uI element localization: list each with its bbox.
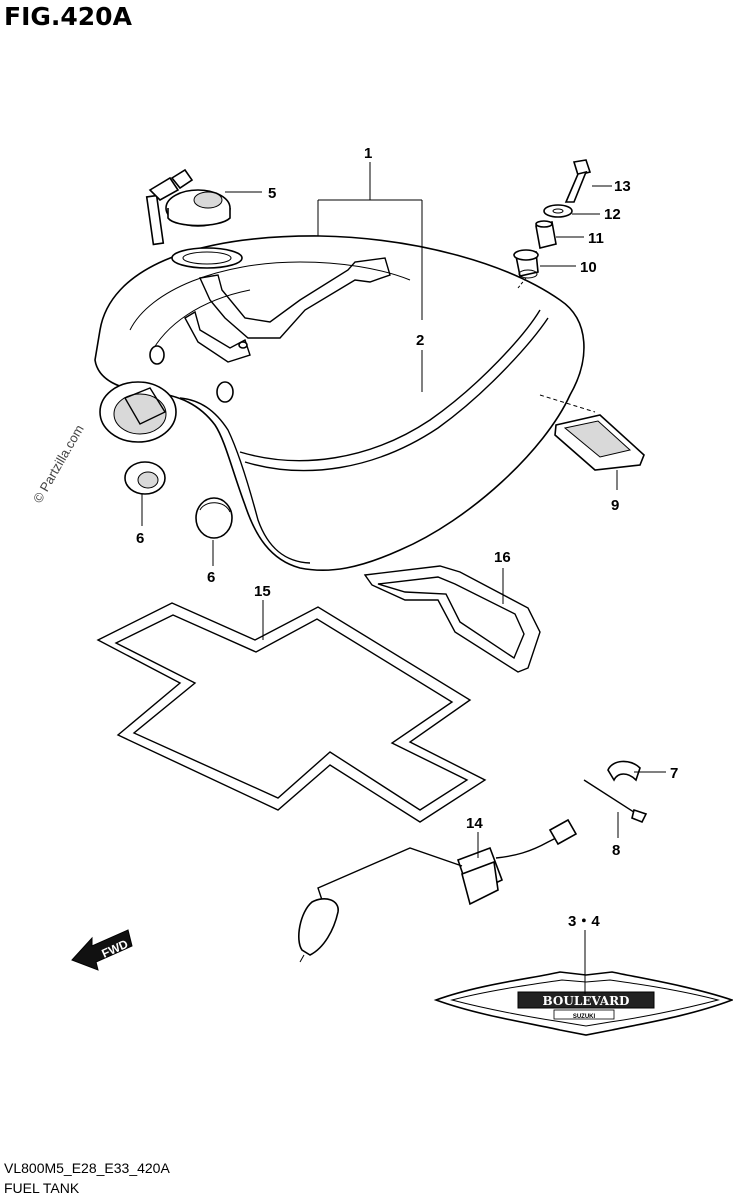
figure-title: FIG.420A xyxy=(4,2,132,31)
mount-bolt[interactable] xyxy=(564,159,592,203)
rear-cushion-pad[interactable] xyxy=(554,414,645,471)
callout-5: 5 xyxy=(268,185,276,202)
mount-collar[interactable] xyxy=(535,220,557,249)
leader-lines xyxy=(141,162,666,994)
callout-9: 9 xyxy=(611,497,619,514)
emblem-text: BOULEVARD xyxy=(543,994,630,1008)
callout-16: 16 xyxy=(494,549,511,566)
callout-1: 1 xyxy=(364,145,372,162)
callout-13: 13 xyxy=(614,178,631,195)
callout-7: 7 xyxy=(670,765,678,782)
callout-8: 8 xyxy=(612,842,620,859)
emblem-subtext: SUZUKI xyxy=(573,1014,596,1020)
grommet-lower[interactable] xyxy=(195,497,233,539)
callout-14: 14 xyxy=(466,815,483,832)
callout-11: 11 xyxy=(588,230,604,247)
mount-cushion[interactable] xyxy=(513,249,539,279)
grommet-left[interactable] xyxy=(124,461,166,495)
tank-sponge-15[interactable] xyxy=(96,602,487,823)
callout-10: 10 xyxy=(580,259,597,276)
fuel-pump-assembly[interactable] xyxy=(298,818,578,963)
fuel-level-sensor-rod[interactable] xyxy=(583,779,648,824)
fuel-level-clamp[interactable] xyxy=(607,760,641,782)
callout-15: 15 xyxy=(254,583,271,600)
callout-3-4: 3・4 xyxy=(568,913,600,930)
diagram-name: FUEL TANK xyxy=(4,1180,80,1196)
fuel-tank[interactable] xyxy=(94,235,585,572)
callout-6-lower: 6 xyxy=(207,569,215,586)
mount-washer[interactable] xyxy=(543,204,573,218)
callout-6-left: 6 xyxy=(136,530,144,547)
callout-2: 2 xyxy=(416,332,424,349)
boulevard-emblem[interactable] xyxy=(433,971,733,1036)
tank-sponge-16[interactable] xyxy=(363,565,541,673)
callout-12: 12 xyxy=(604,206,621,223)
diagram-code: VL800M5_E28_E33_420A xyxy=(4,1160,170,1176)
forward-direction-arrow xyxy=(71,929,133,971)
fuel-cap[interactable] xyxy=(145,168,231,246)
